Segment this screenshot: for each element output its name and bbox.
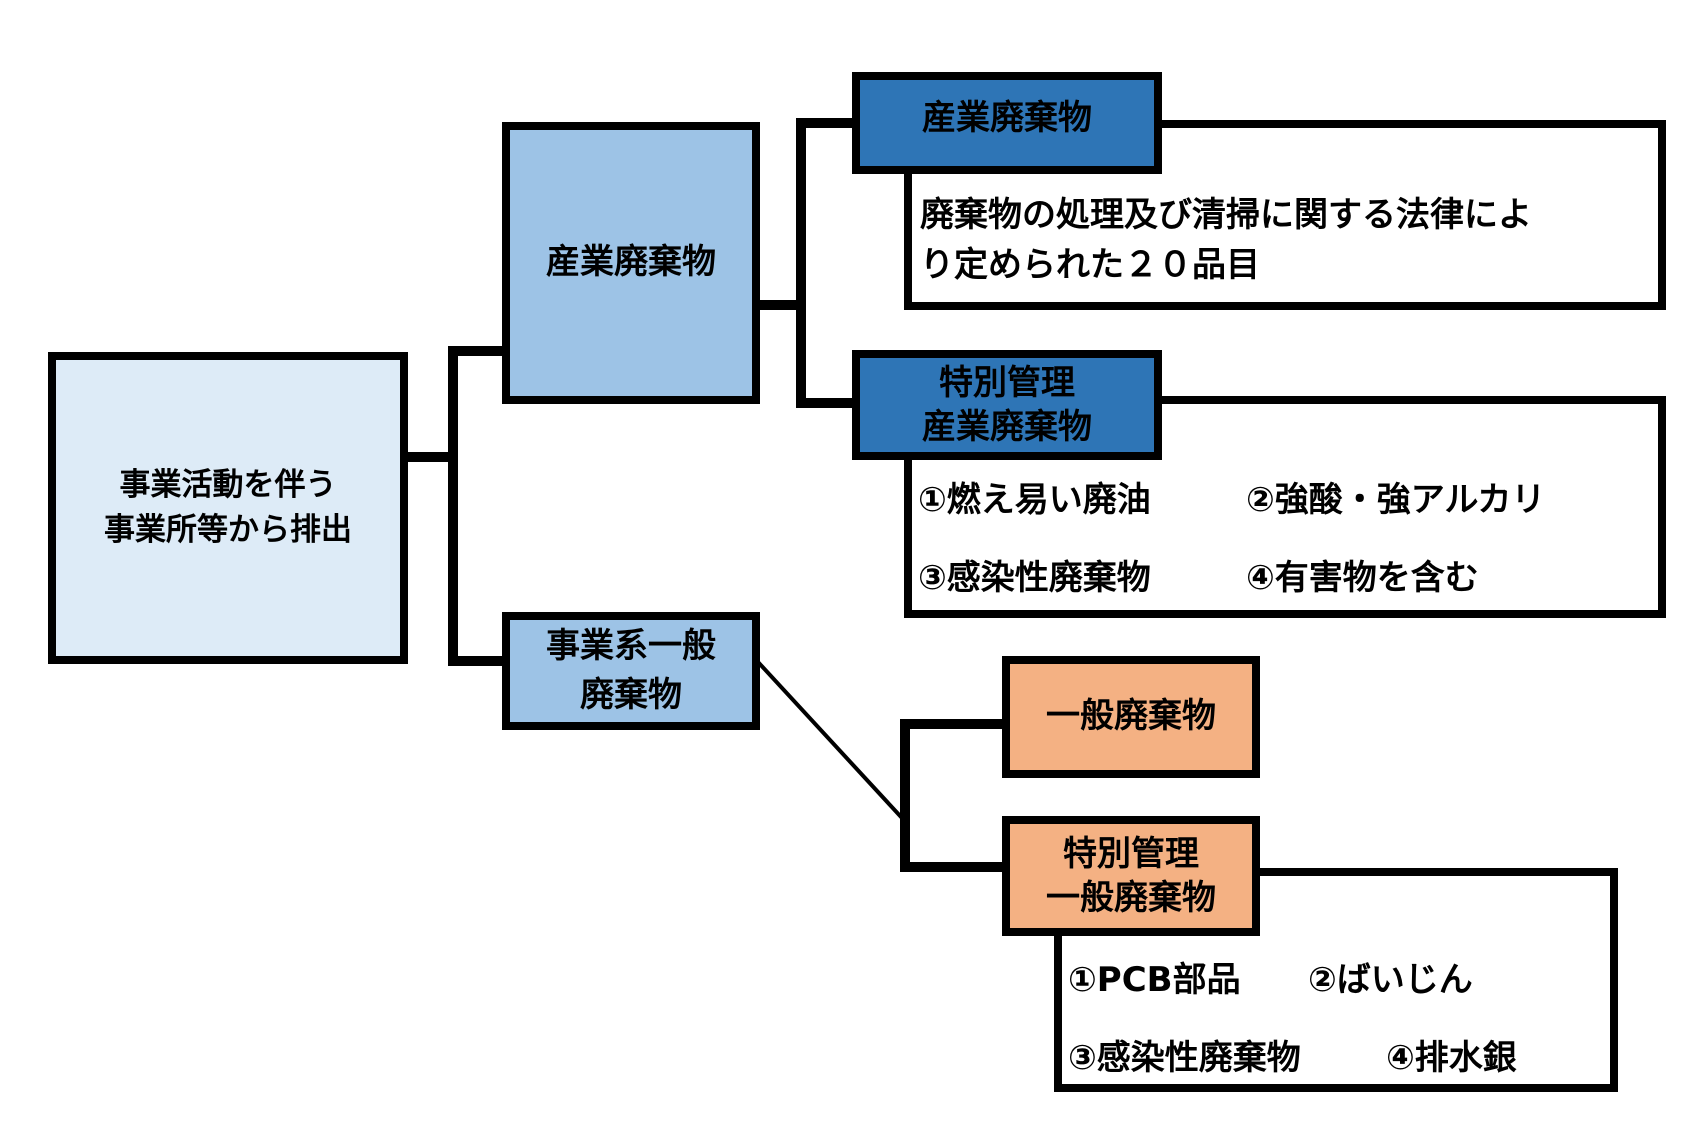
special-general-item-1: ①PCB部品 [1068, 960, 1241, 1000]
special-industrial-item-4: ④有害物を含む [1246, 558, 1479, 598]
connector-root-vertical [448, 346, 458, 666]
industrial-waste-header-label: 産業廃棄物 [922, 98, 1092, 138]
connector-root-stub [408, 452, 458, 462]
connector-diagonal [756, 660, 904, 820]
special-general-item-2: ②ばいじん [1308, 960, 1473, 1000]
connector-to-industrial [448, 346, 504, 356]
industrial-waste-description: 廃棄物の処理及び清掃に関する法律によ り定められた２０品目 [920, 195, 1532, 285]
special-industrial-waste-header: 特別管理 産業廃棄物 [852, 350, 1162, 460]
root-node-label: 事業活動を伴う 事業所等から排出 [104, 467, 352, 548]
connector-to-industrial-waste [796, 118, 856, 128]
special-industrial-item-1: ①燃え易い廃油 [918, 480, 1151, 520]
connector-general-vertical [900, 719, 910, 871]
special-general-item-4: ④排水銀 [1386, 1038, 1517, 1078]
connector-to-special-general [900, 862, 1006, 872]
connector-to-special-industrial [796, 398, 856, 408]
industrial-waste-category-node: 産業廃棄物 [502, 122, 760, 404]
special-industrial-item-3: ③感染性廃棄物 [918, 558, 1151, 598]
special-general-waste-header: 特別管理 一般廃棄物 [1002, 816, 1260, 936]
industrial-waste-header: 産業廃棄物 [852, 72, 1162, 174]
special-general-item-3: ③感染性廃棄物 [1068, 1038, 1301, 1078]
business-general-waste-label: 事業系一般 廃棄物 [546, 625, 716, 715]
special-industrial-waste-header-label: 特別管理 産業廃棄物 [922, 362, 1092, 447]
general-waste-node: 一般廃棄物 [1002, 656, 1260, 778]
connector-industrial-stub [760, 300, 806, 310]
connector-industrial-vertical [796, 118, 806, 408]
general-waste-label: 一般廃棄物 [1046, 696, 1216, 737]
special-industrial-item-2: ②強酸・強アルカリ [1246, 480, 1546, 520]
industrial-waste-category-label: 産業廃棄物 [546, 242, 716, 283]
connector-to-business-general [448, 656, 504, 666]
connector-to-general-waste [900, 719, 1006, 729]
root-node: 事業活動を伴う 事業所等から排出 [48, 352, 408, 664]
business-general-waste-node: 事業系一般 廃棄物 [502, 612, 760, 730]
special-general-waste-header-label: 特別管理 一般廃棄物 [1046, 833, 1216, 918]
